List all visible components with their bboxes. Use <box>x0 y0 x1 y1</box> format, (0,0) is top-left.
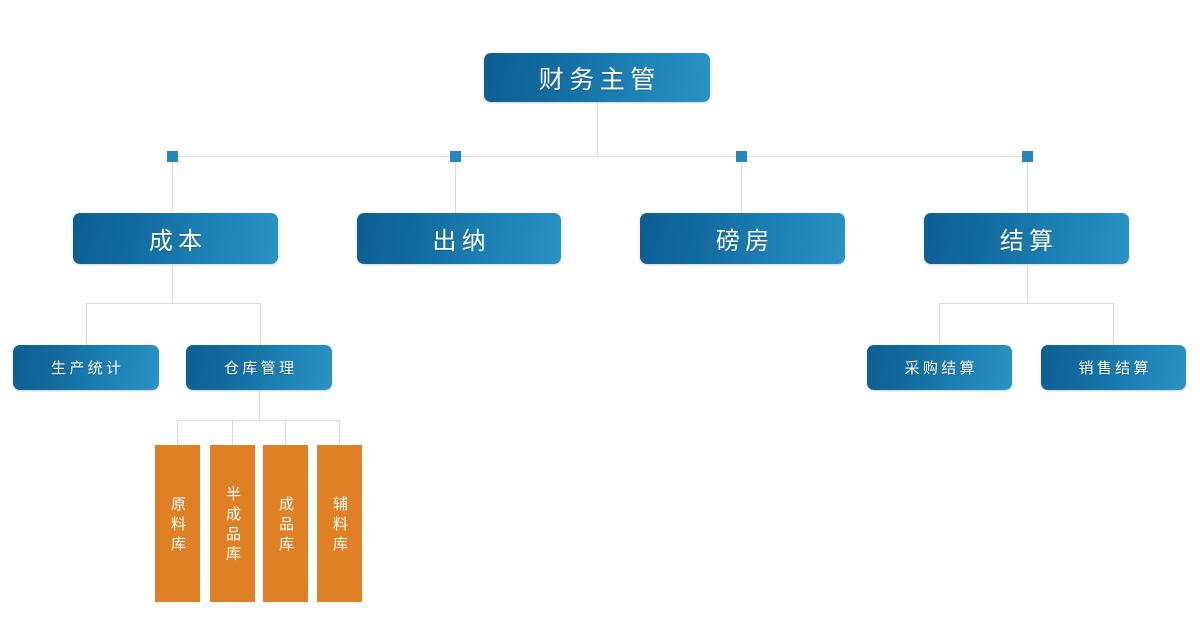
node-label: 仓库管理 <box>224 360 298 377</box>
junction-marker-cost <box>167 151 178 162</box>
connector-warehouse-to-raw-material <box>177 420 178 445</box>
node-label: 辅料库 <box>331 496 348 556</box>
junction-marker-settlement <box>1022 151 1033 162</box>
node-settlement[interactable]: 结算 <box>924 213 1129 264</box>
node-semi-finished-warehouse[interactable]: 半成品库 <box>210 445 255 602</box>
connector-settlement-to-purchase <box>939 303 940 345</box>
node-cost[interactable]: 成本 <box>73 213 278 264</box>
node-label: 采购结算 <box>904 360 978 377</box>
node-label: 半成品库 <box>224 486 241 566</box>
node-label: 出纳 <box>432 228 491 255</box>
junction-marker-weighbridge <box>736 151 747 162</box>
node-label: 财务主管 <box>538 65 661 94</box>
connector-trunk-horizontal <box>172 156 1028 157</box>
node-label: 结算 <box>999 228 1059 255</box>
node-cashier[interactable]: 出纳 <box>357 213 561 264</box>
node-sales-settlement[interactable]: 销售结算 <box>1041 345 1186 390</box>
node-warehouse-management[interactable]: 仓库管理 <box>186 345 332 390</box>
connector-settlement-stem <box>1027 264 1028 303</box>
connector-drop-cost <box>172 162 173 213</box>
connector-warehouse-to-auxiliary <box>339 420 340 445</box>
connector-warehouse-stem <box>259 390 260 420</box>
node-weighbridge[interactable]: 磅房 <box>640 213 845 264</box>
node-label: 成本 <box>148 228 208 255</box>
connector-settlement-bus <box>939 303 1114 304</box>
node-production-statistics[interactable]: 生产统计 <box>13 345 159 390</box>
connector-drop-weighbridge <box>741 162 742 213</box>
connector-cost-bus <box>86 303 261 304</box>
node-finished-goods-warehouse[interactable]: 成品库 <box>263 445 308 602</box>
connector-drop-settlement <box>1027 162 1028 213</box>
connector-root-stem <box>597 102 598 156</box>
node-raw-material-warehouse[interactable]: 原料库 <box>155 445 200 602</box>
connector-cost-stem <box>172 264 173 303</box>
junction-marker-cashier <box>450 151 461 162</box>
node-label: 成品库 <box>277 496 294 556</box>
node-label: 原料库 <box>169 496 186 556</box>
connector-cost-to-production-stats <box>86 303 87 345</box>
node-label: 销售结算 <box>1078 360 1152 377</box>
connector-warehouse-to-semi-finished <box>232 420 233 445</box>
connector-cost-to-warehouse-mgmt <box>260 303 261 345</box>
node-purchase-settlement[interactable]: 采购结算 <box>867 345 1012 390</box>
node-label: 磅房 <box>715 228 775 255</box>
node-auxiliary-material-warehouse[interactable]: 辅料库 <box>317 445 362 602</box>
node-label: 生产统计 <box>51 360 125 377</box>
node-root-finance-director[interactable]: 财务主管 <box>484 53 710 102</box>
connector-settlement-to-sales <box>1113 303 1114 345</box>
connector-warehouse-bus <box>177 420 340 421</box>
connector-drop-cashier <box>455 162 456 213</box>
connector-warehouse-to-finished <box>285 420 286 445</box>
